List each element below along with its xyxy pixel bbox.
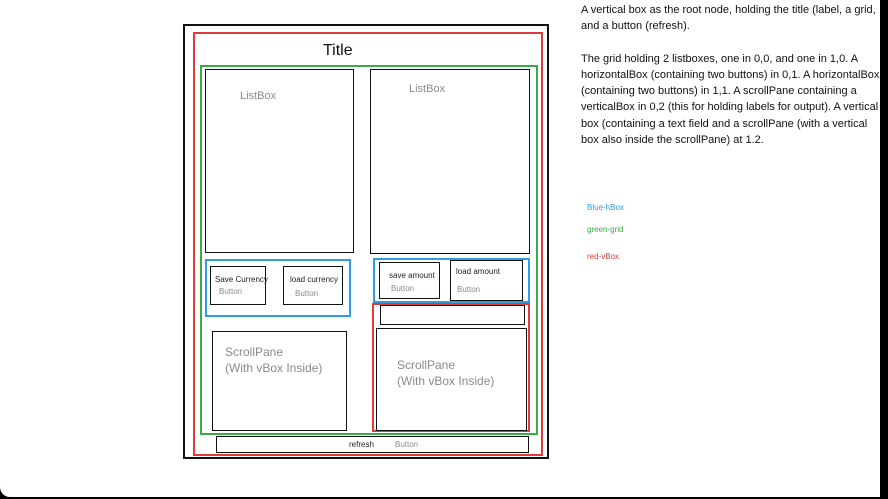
- root-frame: [183, 24, 549, 459]
- main-grid: [200, 65, 538, 435]
- listbox-left-label: ListBox: [240, 90, 277, 102]
- load-currency-button[interactable]: load currency Button: [283, 266, 343, 305]
- scrollpane-right[interactable]: ScrollPane (With vBox Inside): [376, 328, 527, 431]
- save-currency-sub: Button: [219, 287, 243, 296]
- listbox-right-label: ListBox: [409, 83, 446, 95]
- hbox-left: [205, 259, 351, 317]
- text-field[interactable]: [380, 305, 525, 325]
- save-amount-button[interactable]: save amount Button: [379, 262, 440, 299]
- listbox-right: ListBox: [370, 69, 530, 254]
- listbox-left: ListBox: [205, 69, 354, 253]
- save-currency-text: Save Currency: [215, 275, 268, 284]
- legend-blue: Blue-hBox: [587, 203, 624, 212]
- scrollpane-right-label-2: (With vBox Inside): [397, 374, 495, 388]
- save-amount-text: save amount: [389, 271, 435, 280]
- save-amount-sub: Button: [391, 284, 415, 293]
- load-amount-text: load amount: [456, 267, 501, 276]
- load-amount-sub: Button: [457, 285, 481, 294]
- legend-red: red-vBox: [587, 252, 620, 261]
- scrollpane-left[interactable]: ScrollPane (With vBox Inside): [212, 331, 347, 431]
- scrollpane-right-label-1: ScrollPane: [397, 358, 456, 372]
- description-notes: A vertical box as the root node, holding…: [581, 2, 884, 164]
- load-currency-sub: Button: [295, 289, 319, 298]
- hbox-right: [373, 258, 530, 303]
- vbox-right: [372, 303, 530, 432]
- note-root: A vertical box as the root node, holding…: [581, 4, 876, 33]
- scrollpane-left-label-1: ScrollPane: [225, 345, 284, 359]
- save-currency-button[interactable]: Save Currency Button: [210, 266, 268, 305]
- scrollpane-left-label-2: (With vBox Inside): [225, 361, 323, 375]
- legend-green: green-grid: [587, 225, 624, 234]
- load-currency-text: load currency: [290, 275, 339, 284]
- note-grid: The grid holding 2 listboxes, one in 0,0…: [581, 52, 880, 147]
- refresh-sub: Button: [395, 440, 419, 449]
- title-label: Title: [323, 42, 353, 59]
- refresh-text: refresh: [349, 440, 374, 449]
- load-amount-button[interactable]: load amount Button: [450, 260, 523, 301]
- refresh-button[interactable]: refresh Button: [216, 436, 529, 453]
- root-vbox: [193, 32, 543, 456]
